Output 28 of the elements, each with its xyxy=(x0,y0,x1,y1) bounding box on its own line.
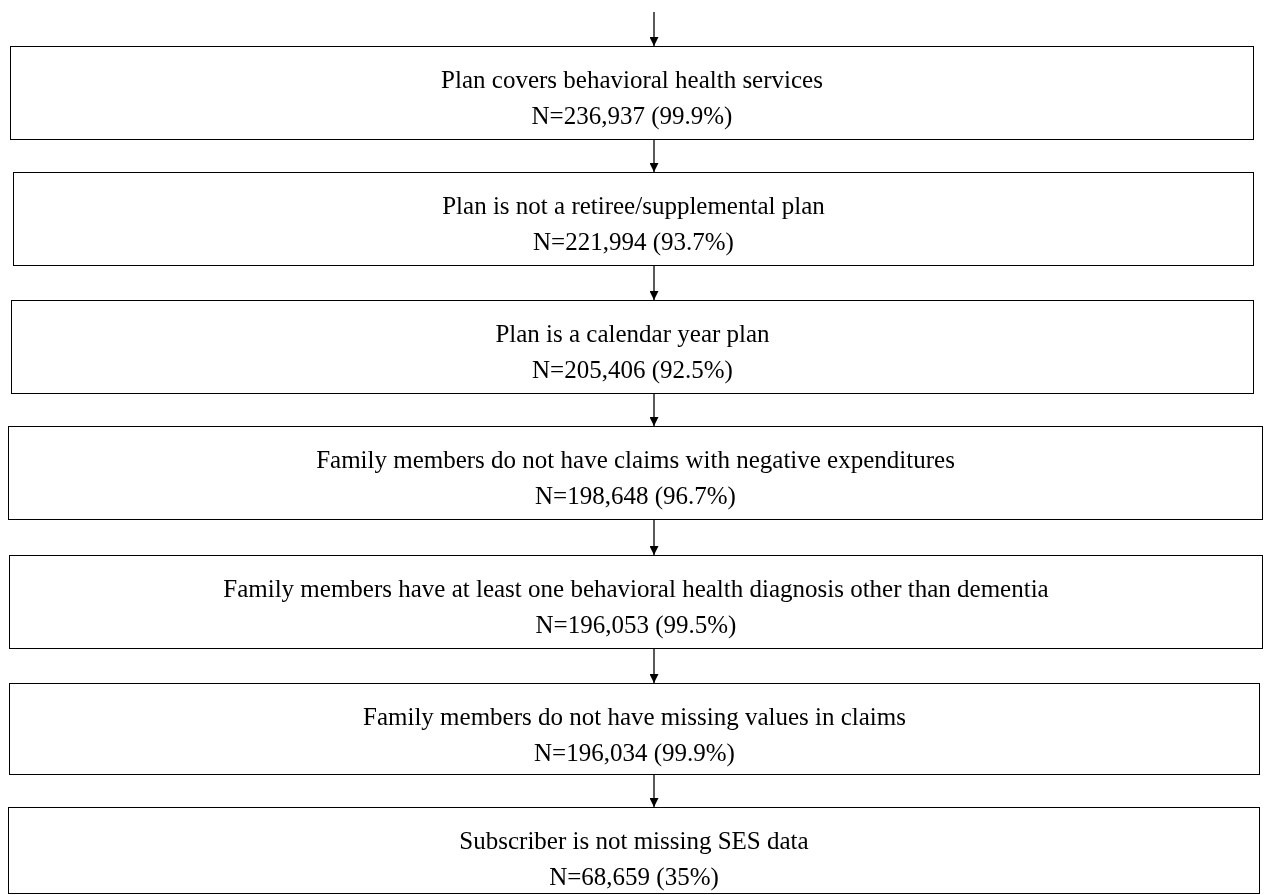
process-box xyxy=(11,300,1254,394)
step-label: Family members have at least one behavioral health diagnosis other than dementia xyxy=(223,574,1049,604)
arrow xyxy=(649,774,659,808)
count-label: N=196,034 (99.9%) xyxy=(534,738,735,769)
process-box xyxy=(9,683,1260,775)
count-label: N=205,406 (92.5%) xyxy=(532,355,733,386)
step-label: Family members do not have claims with negative expenditures xyxy=(316,445,955,475)
arrow xyxy=(649,648,659,684)
count-label: N=236,937 (99.9%) xyxy=(531,101,733,132)
process-box xyxy=(13,172,1254,266)
count-label: N=221,994 (93.7%) xyxy=(533,227,734,258)
arrow xyxy=(649,393,659,427)
process-box xyxy=(9,555,1263,649)
step-label: Subscriber is not missing SES data xyxy=(459,826,809,856)
process-box xyxy=(8,426,1263,520)
step-label: Plan covers behavioral health services xyxy=(441,65,823,95)
step-label: Plan is a calendar year plan xyxy=(495,319,770,349)
step-label: Plan is not a retiree/supplemental plan xyxy=(442,191,825,221)
count-label: N=196,053 (99.5%) xyxy=(535,610,737,641)
count-label: N=198,648 (96.7%) xyxy=(535,481,736,512)
step-label: Family members do not have missing values in claims xyxy=(363,702,906,732)
arrow xyxy=(649,519,659,556)
count-label: N=68,659 (35%) xyxy=(549,862,719,893)
arrow xyxy=(649,265,659,301)
arrow xyxy=(649,139,659,173)
process-box xyxy=(8,807,1260,894)
process-box xyxy=(10,46,1254,140)
arrow xyxy=(649,11,659,47)
